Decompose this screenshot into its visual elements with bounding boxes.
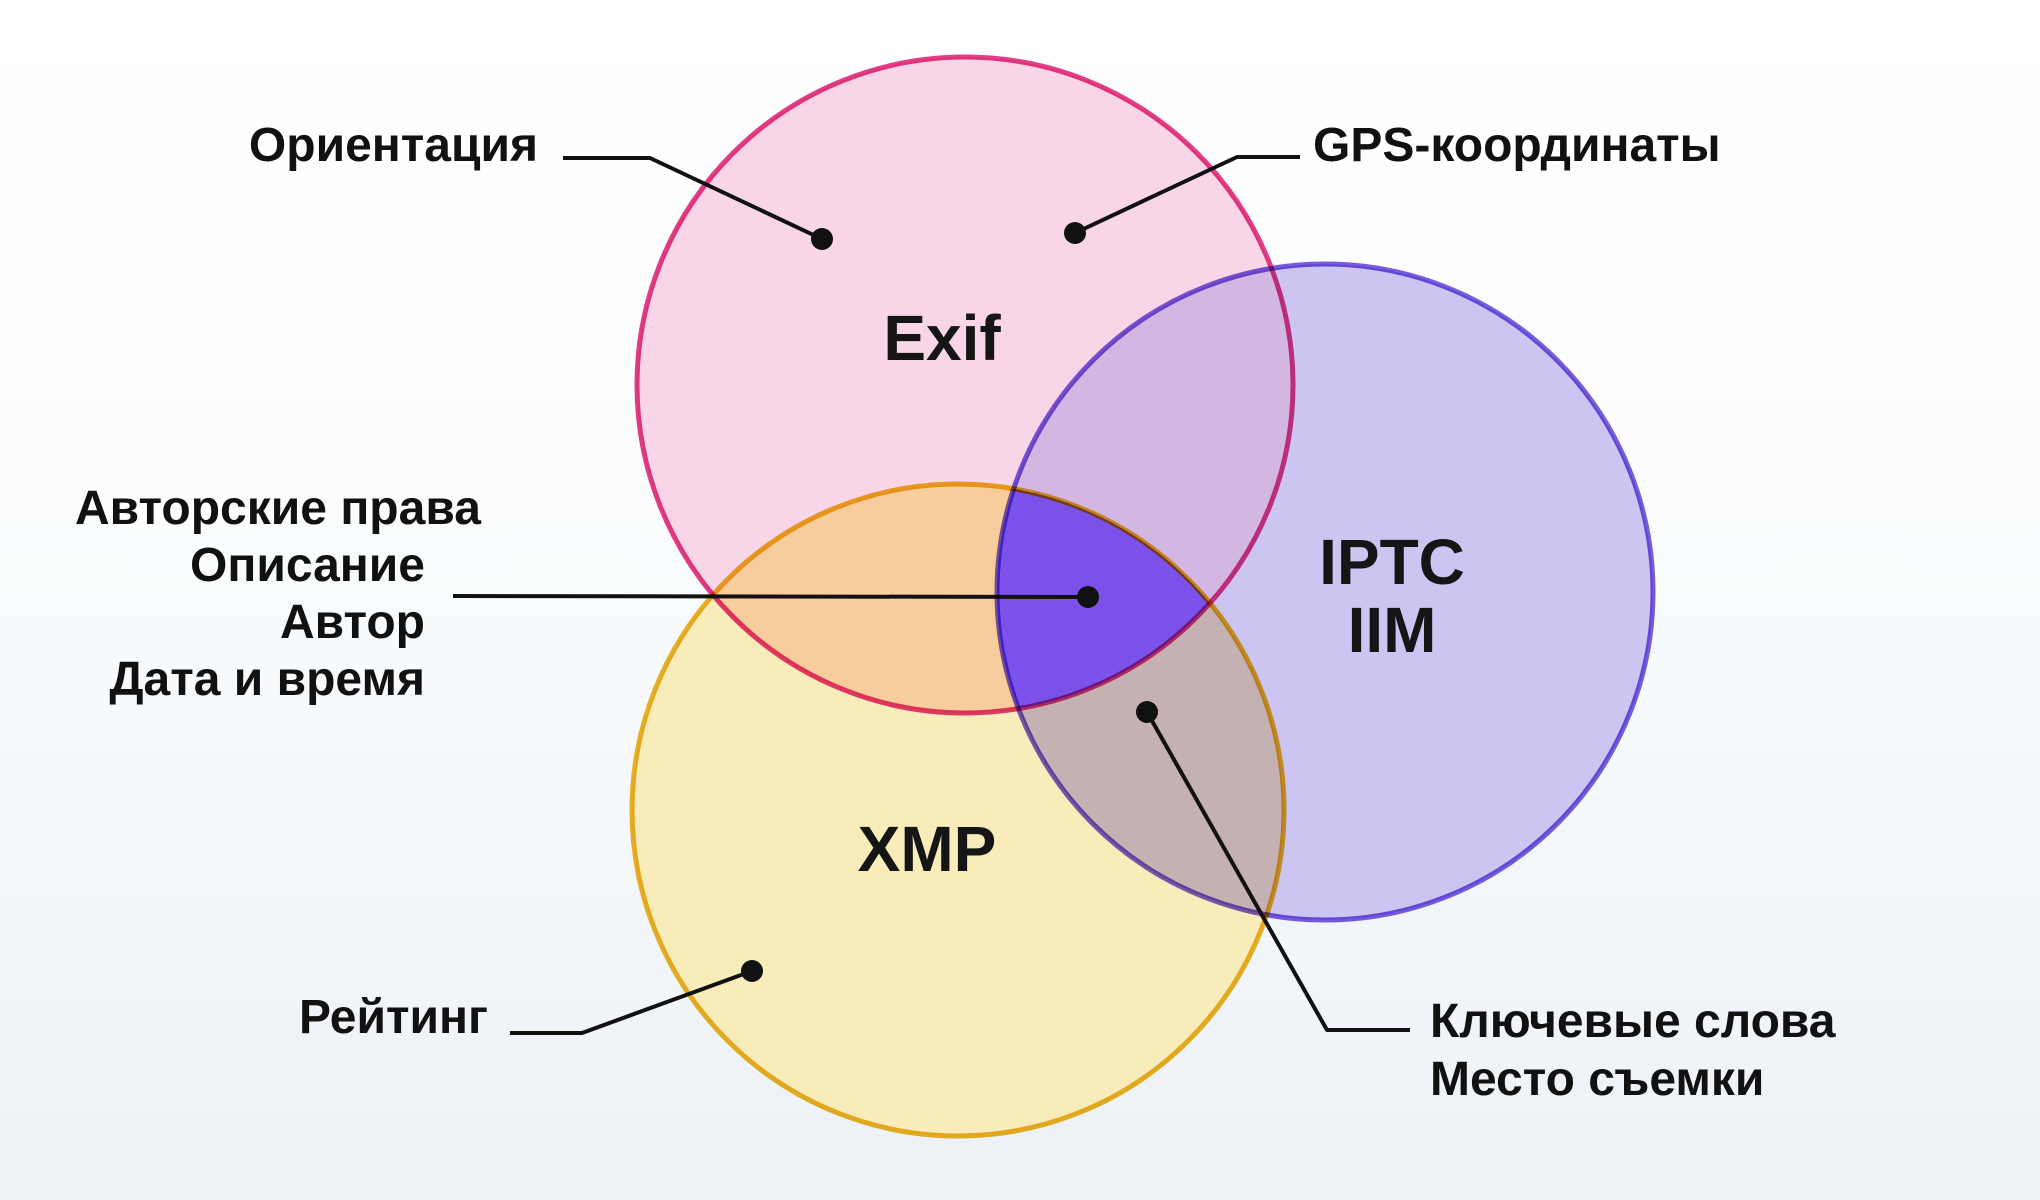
rating-label: Рейтинг [298,991,488,1044]
keywords-location-label: Ключевые слова Место съемки [1430,993,1836,1109]
triple-overlap [997,484,1284,713]
exif-circle-outline [634,54,1296,716]
iptc-circle-label: IPTC IIM [1292,528,1492,664]
exif-iptc-overlap [997,264,1293,713]
center-connector-line [452,594,1089,599]
center-fields-label-line: Описание [189,539,425,592]
keywords-dot [1136,701,1158,723]
iptc-circle-label-line1: IPTC [1319,526,1465,598]
center-fields-label-line: Авторские права [75,482,481,535]
keywords-location-label-line: Место съемки [1430,1053,1765,1106]
iptc-circle-outline [994,261,1656,923]
rating-connector-line [510,969,753,1035]
keywords-connector-line [1145,711,1410,1032]
center-dot [1077,586,1099,608]
xmp-circle-label: XMP [857,813,997,885]
center-fields-label: Авторские права Описание Автор Дата и вр… [75,480,481,708]
orientation-connector-line [563,156,823,241]
rating-dot [741,960,763,982]
orientation-dot [811,228,833,250]
center-fields-label-line: Дата и время [109,653,425,706]
gps-connector-line [1074,155,1300,235]
center-fields-label-line: Автор [279,596,425,649]
gps-coordinates-label: GPS-координаты [1313,119,1721,172]
exif-circle-label: Exif [883,302,1001,374]
gps-dot [1064,222,1086,244]
iptc-circle-label-line2: IIM [1347,594,1437,666]
xmp-circle-outline [629,481,1287,1139]
keywords-location-label-line: Ключевые слова [1430,995,1836,1048]
orientation-label: Ориентация [248,119,538,172]
